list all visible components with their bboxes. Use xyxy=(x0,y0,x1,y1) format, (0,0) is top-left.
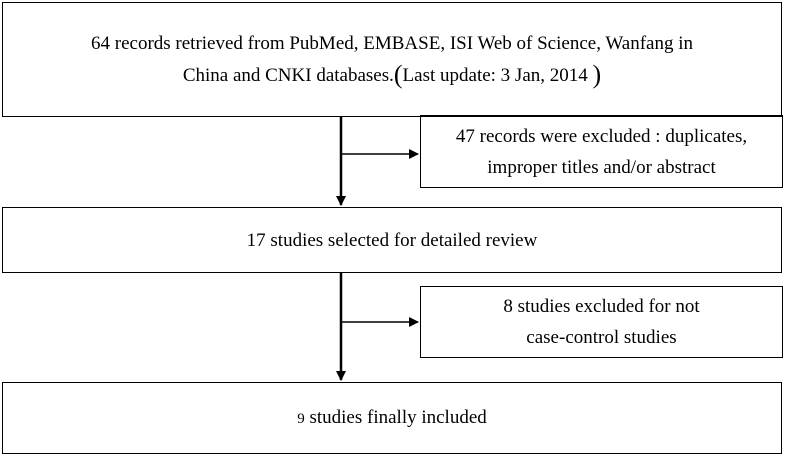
paren-open: ( xyxy=(393,60,403,89)
records-line1: 64 records retrieved from PubMed, EMBASE… xyxy=(91,33,693,54)
last-update: Last update: 3 Jan, 2014 xyxy=(402,65,588,86)
records-line2: China and CNKI databases.(Last update: 3… xyxy=(91,59,693,91)
excluded-records-box: 47 records were excluded : duplicates, i… xyxy=(420,115,783,188)
records-db-text: China and CNKI databases. xyxy=(182,65,394,86)
included-count: 9 xyxy=(297,410,305,427)
excluded1-line1: 47 records were excluded : duplicates, xyxy=(455,125,748,147)
excluded2-line1: 8 studies excluded for not xyxy=(503,296,700,317)
excluded-studies-box: 8 studies excluded for not case-control … xyxy=(420,286,783,358)
studies-selected-box: 17 studies selected for detailed review xyxy=(2,207,782,273)
excluded1-line2: improper titles and/or abstract xyxy=(487,156,716,178)
included-text: 9 studies finally included xyxy=(297,402,487,435)
paren-close: ) xyxy=(592,60,602,89)
records-retrieved-box: 64 records retrieved from PubMed, EMBASE… xyxy=(2,2,782,117)
excluded2-line2: case-control studies xyxy=(526,327,677,348)
selected-text: 17 studies selected for detailed review xyxy=(246,229,538,251)
included-label: studies finally included xyxy=(304,406,487,428)
studies-included-box: 9 studies finally included xyxy=(2,382,782,454)
